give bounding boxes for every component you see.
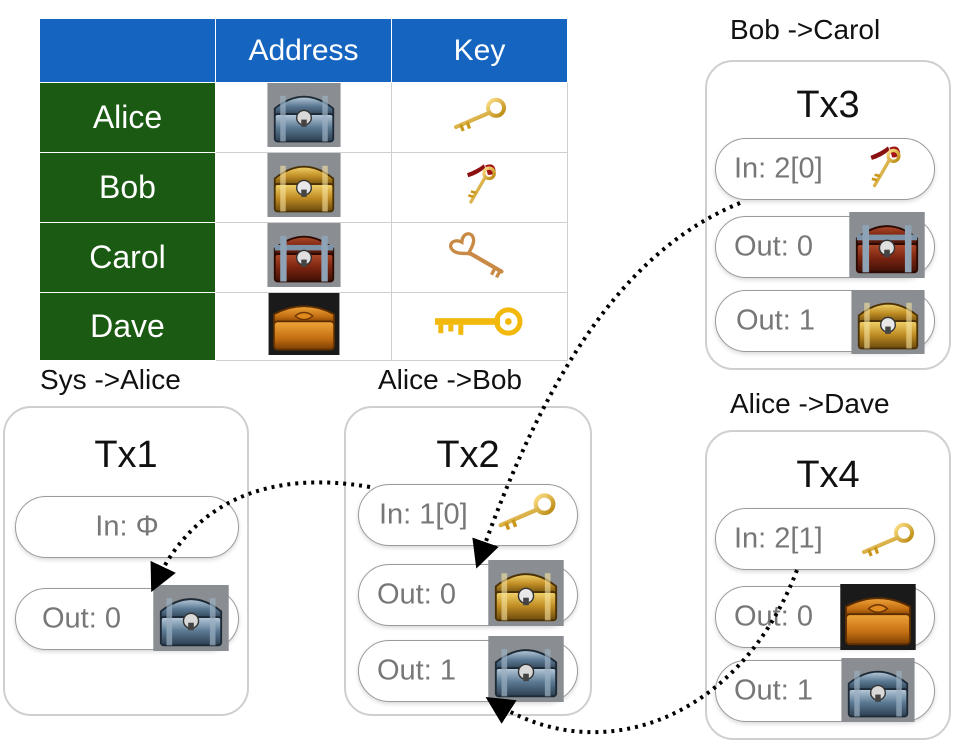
red-chest-icon — [849, 212, 925, 278]
table-row: Carol — [39, 222, 568, 293]
gold-key-icon — [492, 490, 562, 534]
red-tassel-key-icon — [454, 156, 506, 214]
tx2-output-1-label: Out: 1 — [377, 654, 456, 687]
address-cell — [215, 152, 392, 223]
tx1-label: Sys ->Alice — [40, 364, 181, 395]
silver-chest-icon — [153, 585, 229, 651]
tx4-output-1-label: Out: 1 — [734, 674, 813, 707]
tx1-input-label: In: Φ — [95, 510, 159, 543]
tx1-title: Tx1 — [94, 434, 158, 476]
table-row: Bob — [39, 152, 568, 223]
key-cell — [391, 82, 568, 153]
gold-key-icon — [448, 95, 512, 135]
tx4-title: Tx4 — [796, 454, 860, 496]
table-row: Dave — [39, 292, 568, 361]
key-cell — [391, 292, 568, 361]
gold-key-icon — [855, 520, 921, 560]
tx3-title: Tx3 — [796, 84, 860, 126]
header-key: Key — [391, 18, 568, 83]
red-chest-icon — [267, 223, 341, 287]
row-name-bob: Bob — [39, 152, 216, 223]
tx2-title: Tx2 — [436, 434, 500, 476]
row-name-carol: Carol — [39, 222, 216, 293]
key-table: Address Key Alice Bob Carol Dave — [39, 18, 568, 361]
tx4-label: Alice ->Dave — [730, 388, 890, 419]
header-address: Address — [215, 18, 392, 83]
tx4-output-0-label: Out: 0 — [734, 600, 813, 633]
silver-chest-icon — [267, 83, 341, 147]
row-name-dave: Dave — [39, 292, 216, 361]
table-header-row: Address Key — [39, 18, 568, 83]
tx3-output-0-label: Out: 0 — [734, 230, 813, 263]
tx1-input: In: Φ — [15, 496, 239, 558]
tx3-box: Tx3 In: 2[0] Out: 0 Out: 1 — [705, 60, 951, 370]
gold-chest-icon — [851, 290, 925, 354]
tx3-label: Bob ->Carol — [730, 14, 881, 45]
red-tassel-key-icon — [857, 138, 911, 198]
tx4-box: Tx4 In: 2[1] Out: 0 Out: 1 — [705, 430, 951, 740]
table-row: Alice — [39, 82, 568, 153]
heart-key-icon — [447, 230, 513, 280]
tx3-output-1-label: Out: 1 — [736, 304, 815, 337]
tx1-box: Tx1 In: Φ Out: 0 — [3, 406, 249, 716]
gold-chest-icon — [488, 560, 564, 626]
silver-chest-icon — [841, 658, 915, 722]
tx3-input-label: In: 2[0] — [734, 152, 823, 185]
header-blank — [39, 18, 216, 83]
tx2-label: Alice ->Bob — [378, 364, 522, 395]
wooden-chest-icon — [261, 293, 347, 355]
gold-chest-icon — [267, 153, 341, 217]
yellow-key-icon — [430, 303, 530, 345]
tx1-output-0-label: Out: 0 — [42, 602, 121, 635]
address-cell — [215, 82, 392, 153]
wooden-chest-icon — [835, 584, 921, 650]
address-cell — [215, 222, 392, 293]
row-name-alice: Alice — [39, 82, 216, 153]
silver-chest-icon — [488, 636, 564, 702]
key-cell — [391, 222, 568, 293]
tx4-input-label: In: 2[1] — [734, 522, 823, 555]
tx2-output-0-label: Out: 0 — [377, 578, 456, 611]
key-cell — [391, 152, 568, 223]
address-cell — [215, 292, 392, 361]
tx2-box: Tx2 In: 1[0] Out: 0 Out: 1 — [344, 406, 592, 716]
tx2-input-label: In: 1[0] — [379, 498, 468, 531]
